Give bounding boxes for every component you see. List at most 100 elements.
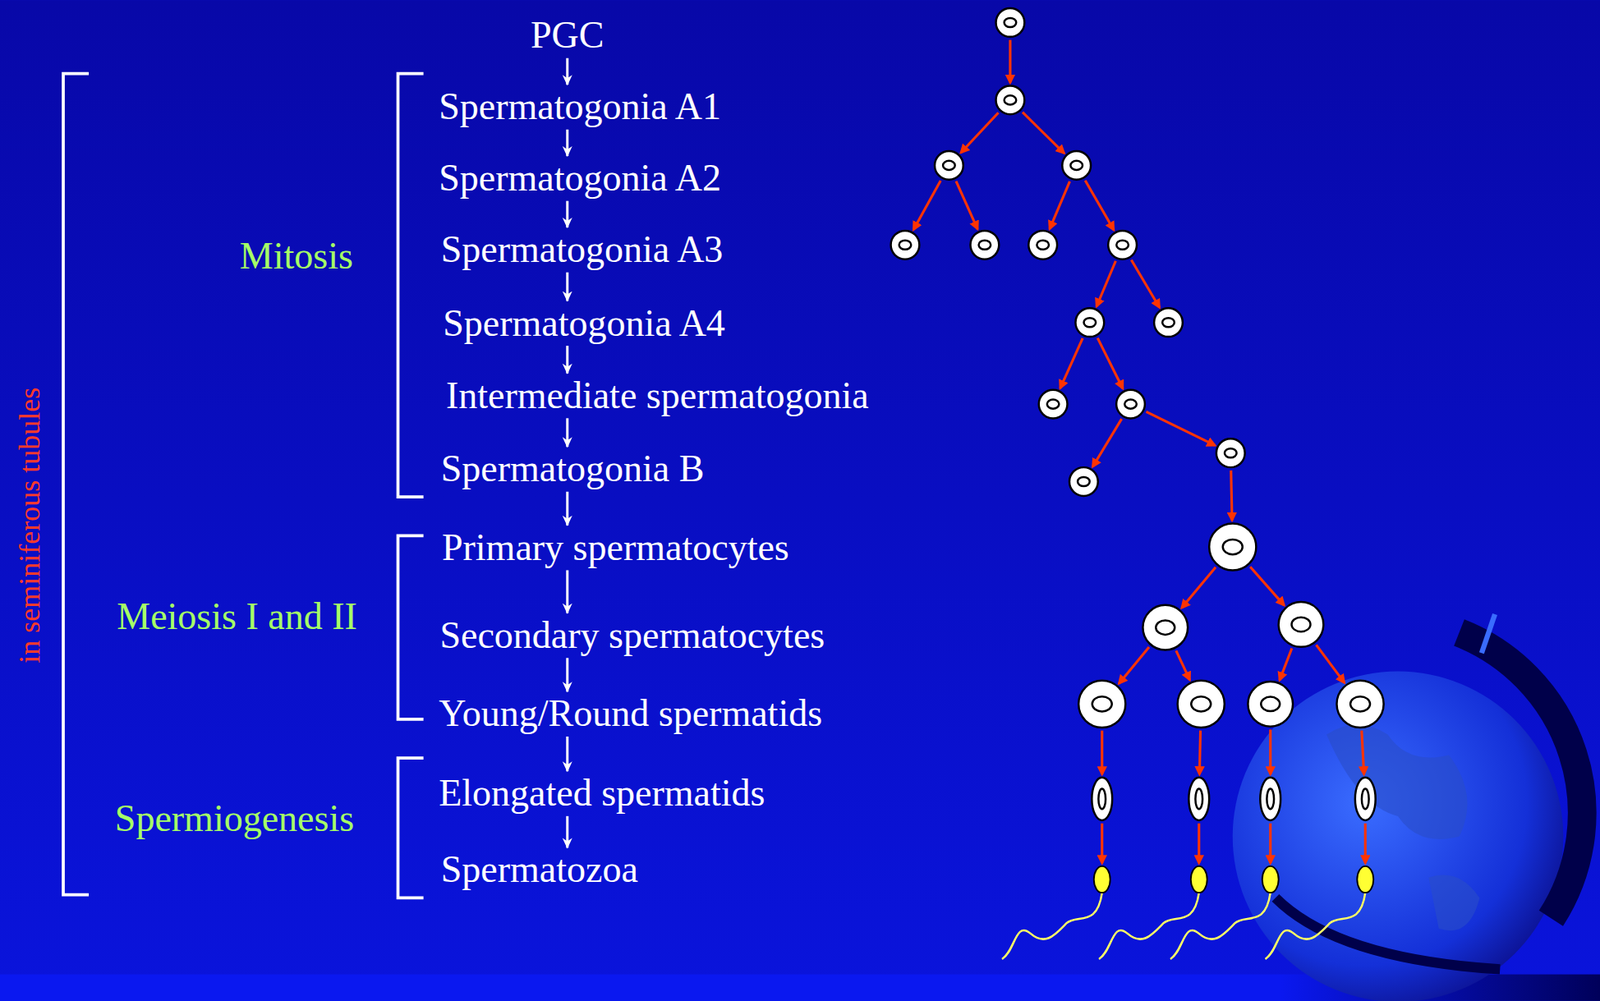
flow-arrow — [565, 345, 569, 374]
flow-arrow — [565, 657, 569, 692]
flow-arrow — [565, 570, 569, 613]
cell — [891, 230, 920, 260]
sperm-tail — [1170, 892, 1271, 960]
cell-nucleus — [1092, 696, 1113, 712]
sperm-head — [1094, 866, 1111, 893]
cell-nucleus — [1291, 617, 1311, 632]
cell-arrow — [1100, 731, 1104, 775]
cell-arrow — [1361, 731, 1365, 776]
stage-label: Spermatozoa — [441, 849, 639, 892]
flow-arrow — [565, 736, 569, 772]
cell — [996, 8, 1026, 37]
stage-label: Spermatogonia A4 — [442, 303, 726, 345]
stage-label: Spermatogonia B — [441, 448, 705, 491]
cell-arrow — [1049, 181, 1071, 230]
cell-arrow — [960, 112, 999, 153]
phase-label: Spermiogenesis — [114, 798, 355, 841]
cell-nucleus — [1162, 317, 1175, 327]
stage-label: Secondary spermatocytes — [439, 615, 825, 658]
cell — [1216, 438, 1246, 468]
cell-arrow — [1268, 729, 1272, 775]
cell — [1278, 602, 1325, 648]
elongated-spermatid — [1188, 777, 1210, 821]
stage-text: Spermatogonia A2 — [438, 157, 722, 200]
cell — [996, 85, 1026, 115]
cell-arrow — [1279, 648, 1292, 681]
cell — [1177, 680, 1225, 728]
stage-text: Secondary spermatocytes — [439, 615, 825, 658]
flow-arrow — [565, 491, 569, 526]
cell-arrow — [1096, 261, 1116, 307]
phase-label: Mitosis — [239, 235, 354, 278]
cell — [1108, 230, 1137, 260]
cell-arrow — [1060, 338, 1083, 389]
stage-text: Spermatogonia A3 — [441, 229, 724, 272]
flow-arrow — [565, 201, 569, 228]
stage-label: Primary spermatocytes — [441, 527, 790, 570]
cell — [1028, 230, 1058, 260]
cell — [1116, 390, 1145, 419]
cell — [934, 151, 964, 180]
cell-arrow — [1316, 644, 1345, 683]
stage-text: Spermatozoa — [441, 849, 639, 892]
cell — [1078, 680, 1126, 728]
flow-arrow — [565, 272, 569, 302]
cell-nucleus — [942, 160, 956, 171]
cell-arrow — [1092, 418, 1122, 467]
cell-nucleus — [1222, 539, 1243, 555]
flow-arrow — [565, 816, 569, 849]
stage-text: Spermatogonia A4 — [442, 303, 726, 345]
brackets — [63, 73, 424, 899]
sperm-tail — [1265, 892, 1366, 960]
sperm-tail — [1002, 892, 1103, 960]
cell-arrow — [1022, 112, 1065, 154]
sperm-head — [1356, 866, 1374, 893]
spermatid-nucleus — [1266, 788, 1274, 810]
cell-nucleus — [1036, 240, 1049, 250]
cell-nucleus — [1224, 448, 1237, 458]
cell-nucleus — [1004, 18, 1017, 28]
stage-label: PGC — [530, 14, 604, 57]
cell-arrow — [1181, 567, 1216, 609]
cell — [1039, 390, 1068, 419]
cell-arrow — [1131, 259, 1159, 308]
stage-text: Spermatogonia A1 — [438, 86, 722, 129]
stage-label: Intermediate spermatogonia — [445, 375, 869, 418]
cell-nucleus — [1047, 400, 1060, 410]
phase-label: Meiosis I and II — [116, 596, 358, 639]
stage-text: Primary spermatocytes — [441, 527, 790, 570]
stage-text: Spermatogonia B — [441, 448, 705, 491]
cell — [1336, 680, 1384, 728]
cell — [1142, 605, 1188, 651]
cell-arrow — [1085, 180, 1114, 230]
cell-arrow — [1176, 650, 1191, 681]
elongated-spermatid — [1355, 777, 1376, 821]
cell-nucleus — [1077, 477, 1090, 487]
stage-label: Spermatogonia A2 — [438, 157, 722, 200]
flow-arrow — [565, 129, 569, 157]
cell-arrow — [1250, 566, 1284, 606]
cell-arrow — [913, 180, 941, 230]
cell-nucleus — [1084, 317, 1097, 327]
cell-arrow — [1197, 823, 1200, 864]
sperm-head — [1190, 866, 1208, 893]
cell-nucleus — [899, 240, 912, 250]
cell-arrow — [1100, 823, 1104, 864]
stage-label: Young/Round spermatids — [438, 693, 823, 736]
cell — [1075, 308, 1104, 337]
spermatid-nucleus — [1361, 788, 1370, 810]
spermatid-nucleus — [1195, 788, 1203, 810]
cell-nucleus — [1004, 95, 1017, 105]
sperm-tail — [1098, 892, 1200, 960]
cell-arrow — [1097, 338, 1123, 390]
cell-nucleus — [1350, 696, 1371, 712]
cell-arrow — [1268, 823, 1272, 864]
cell-arrow — [1118, 647, 1150, 684]
stage-text: Young/Round spermatids — [438, 693, 823, 736]
stage-text: Intermediate spermatogonia — [445, 375, 869, 418]
cell-nucleus — [1070, 160, 1083, 171]
cell — [1154, 308, 1183, 337]
cell — [1062, 151, 1091, 180]
